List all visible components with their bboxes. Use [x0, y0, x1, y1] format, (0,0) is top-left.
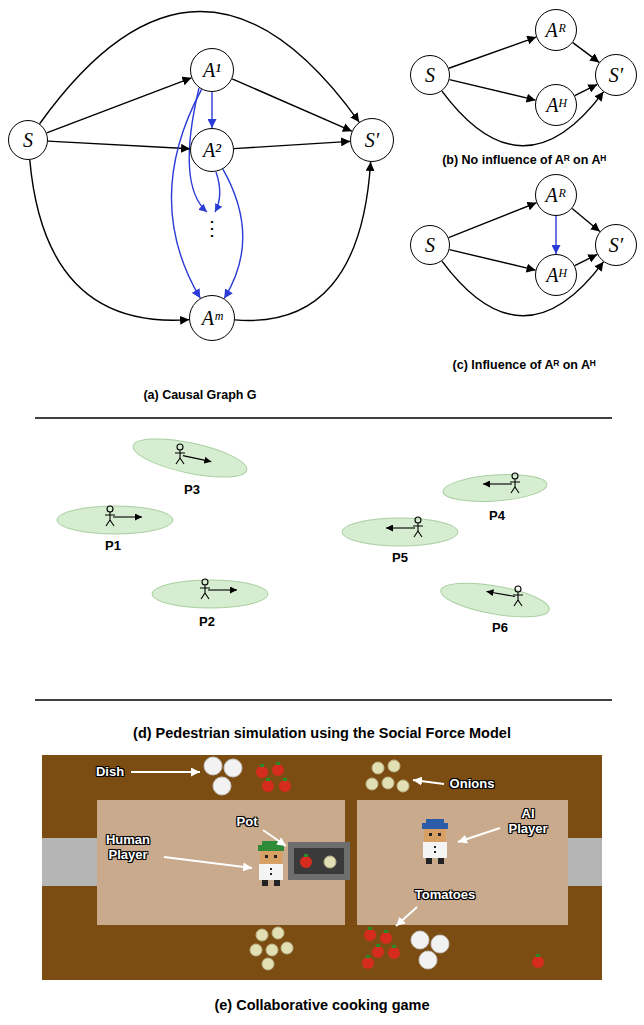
- influence-arrow: [555, 216, 556, 254]
- subfigure-caption: (e) Collaborative cooking game: [214, 997, 429, 1014]
- causal-arrow: [40, 11, 360, 123]
- game-leader-arrows: [131, 772, 500, 926]
- causal-arrow: [573, 43, 599, 63]
- causal-arrow: [449, 250, 535, 271]
- node-text: Aᵐ: [202, 308, 223, 328]
- variable-node: Aᴴ: [535, 254, 577, 296]
- causal-arrow: [234, 141, 350, 148]
- pedestrian-label: P3: [184, 483, 200, 498]
- causal-arrow: [48, 141, 190, 149]
- node-text: Aᴴ: [546, 95, 565, 115]
- subfigure-caption: (b) No influence of Aᴿ on Aᴴ: [442, 153, 606, 167]
- item-label: Onions: [450, 777, 495, 792]
- game-screenshot: [42, 755, 602, 980]
- variable-node: S′: [350, 118, 394, 162]
- pedestrian-figures: [105, 444, 523, 606]
- causal-arrow: [572, 208, 600, 231]
- causal-arrow: [30, 160, 189, 320]
- variable-node: Aᵐ: [189, 295, 235, 341]
- causal-arrow: [449, 37, 536, 68]
- influence-arrow: [211, 92, 212, 128]
- variable-node: Aᴴ: [535, 84, 577, 126]
- causal-arrow: [575, 84, 597, 95]
- variable-node: S: [410, 55, 450, 95]
- node-text: S′: [365, 130, 379, 150]
- causal-arrow: [442, 261, 604, 316]
- causal-arrow: [235, 162, 371, 320]
- causal-arrow: [575, 254, 597, 265]
- corridor-walls: [35, 418, 612, 700]
- node-text: S′: [609, 235, 623, 255]
- pedestrian-label: P1: [105, 539, 121, 554]
- influence-arrow: [171, 89, 201, 298]
- variable-node: Aᴿ: [535, 9, 577, 51]
- causal-arrow: [47, 78, 192, 133]
- variable-node: S′: [595, 224, 637, 266]
- subfigure-caption: (a) Causal Graph G: [143, 388, 256, 402]
- influence-arrow: [223, 169, 243, 298]
- causal-arrow: [442, 91, 604, 146]
- variable-node: S: [410, 225, 450, 265]
- variable-node: A¹: [190, 48, 234, 92]
- node-text: S: [425, 65, 435, 85]
- node-text: S: [23, 130, 33, 150]
- variable-node: S: [8, 120, 48, 160]
- personal-space-ellipses: [57, 431, 552, 623]
- ellipsis-dots: ⋮: [202, 218, 222, 238]
- node-text: Aᴴ: [546, 265, 565, 285]
- node-text: S′: [609, 65, 623, 85]
- subfigure-caption: (d) Pedestrian simulation using the Soci…: [133, 725, 511, 742]
- node-text: A¹: [203, 60, 221, 80]
- item-label: Tomatoes: [415, 888, 475, 903]
- player-label: Human Player: [98, 833, 158, 863]
- node-text: Aᴿ: [546, 185, 567, 205]
- pedestrian-label: P5: [392, 551, 408, 566]
- variable-node: A²: [190, 128, 234, 172]
- pedestrian-label: P4: [489, 509, 505, 524]
- causal-arrow: [449, 203, 537, 238]
- pedestrian-label: P2: [199, 615, 215, 630]
- node-text: A²: [203, 140, 221, 160]
- item-label: Pot: [237, 815, 258, 830]
- variable-node: S′: [595, 54, 637, 96]
- variable-node: Aᴿ: [535, 174, 577, 216]
- node-text: Aᴿ: [546, 20, 567, 40]
- pedestrian-label: P6: [492, 621, 508, 636]
- causal-arrow: [449, 80, 535, 101]
- subfigure-caption: (c) Influence of Aᴿ on Aᴴ: [453, 358, 596, 372]
- item-label: Dish: [96, 765, 124, 780]
- node-text: S: [425, 235, 435, 255]
- player-label: AI Player: [504, 807, 552, 837]
- causal-arrow: [232, 79, 352, 131]
